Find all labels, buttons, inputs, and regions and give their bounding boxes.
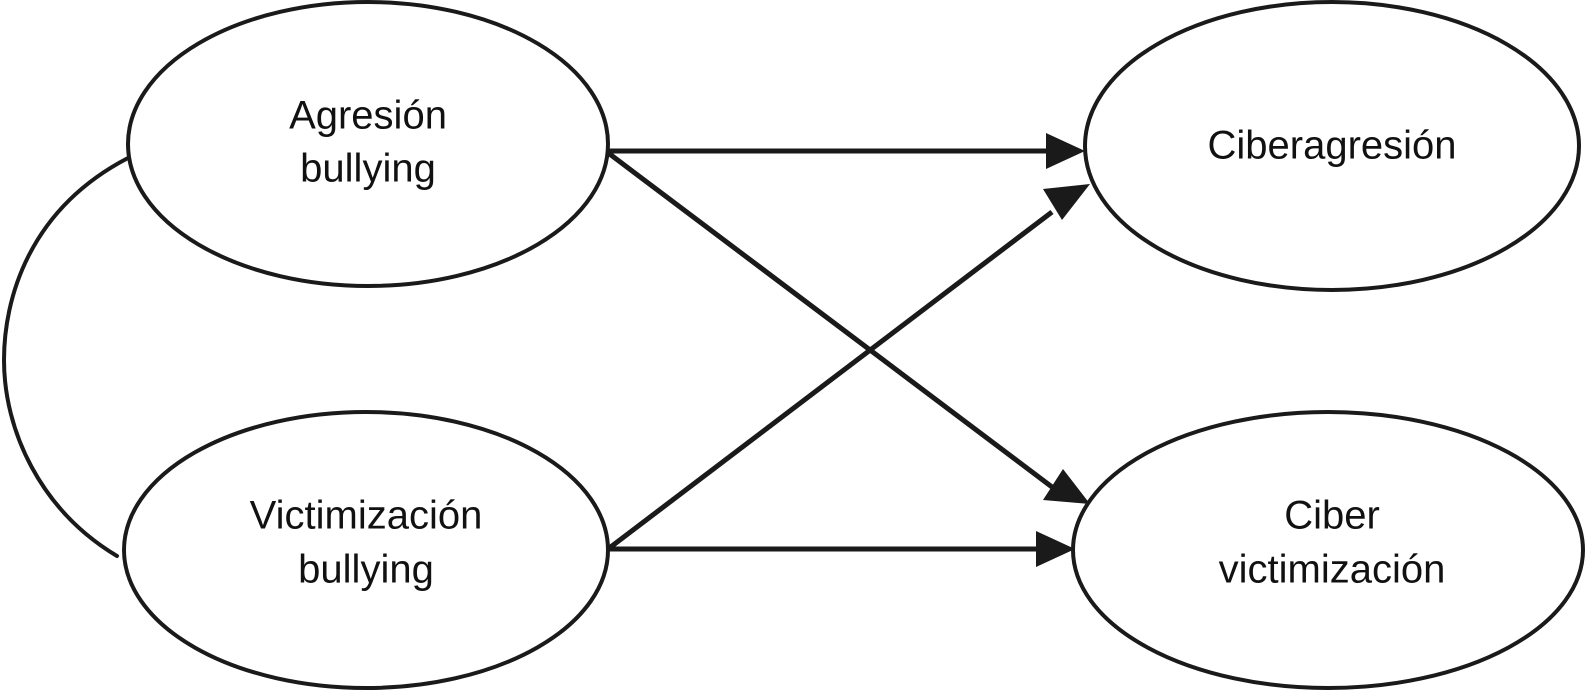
arrowhead-agresion-to-ciber-victimizacion — [1043, 469, 1090, 504]
arrowhead-victimizacion-to-ciberagresion — [1043, 184, 1090, 220]
path-line-agresion-to-ciber-victimizacion — [605, 150, 1054, 489]
node-label-ciber-victimizacion-line1: Ciber — [1284, 494, 1380, 538]
node-shape-ciberagresion[interactable] — [1083, 0, 1581, 292]
node-shape-victimizacion-bullying[interactable] — [122, 410, 610, 690]
node-label-ciberagresion-line1: Ciberagresión — [1207, 124, 1456, 168]
node-ciberagresion[interactable]: Ciberagresión — [1083, 0, 1581, 292]
node-victimizacion-bullying[interactable]: Victimización bullying — [122, 410, 610, 690]
node-shape-ciber-victimizacion[interactable] — [1071, 410, 1585, 690]
node-shape-agresion-bullying[interactable] — [126, 0, 610, 288]
path-line-victimizacion-to-ciberagresion — [606, 210, 1054, 551]
node-label-agresion-bullying-line2: bullying — [300, 147, 436, 191]
node-label-victimizacion-bullying-line2: bullying — [298, 548, 434, 592]
arrowhead-agresion-to-ciberagresion — [1046, 133, 1085, 169]
node-ciber-victimizacion[interactable]: Ciber victimización — [1071, 410, 1585, 690]
node-agresion-bullying[interactable]: Agresión bullying — [126, 0, 610, 288]
node-label-ciber-victimizacion-line2: victimización — [1219, 548, 1446, 592]
node-label-agresion-bullying-line1: Agresión — [289, 94, 447, 138]
node-label-victimizacion-bullying-line1: Victimización — [250, 494, 483, 538]
covariance-arc-agresion-victimizacion — [1, 156, 130, 558]
arrowhead-victimizacion-to-ciber-victimizacion — [1036, 531, 1075, 567]
